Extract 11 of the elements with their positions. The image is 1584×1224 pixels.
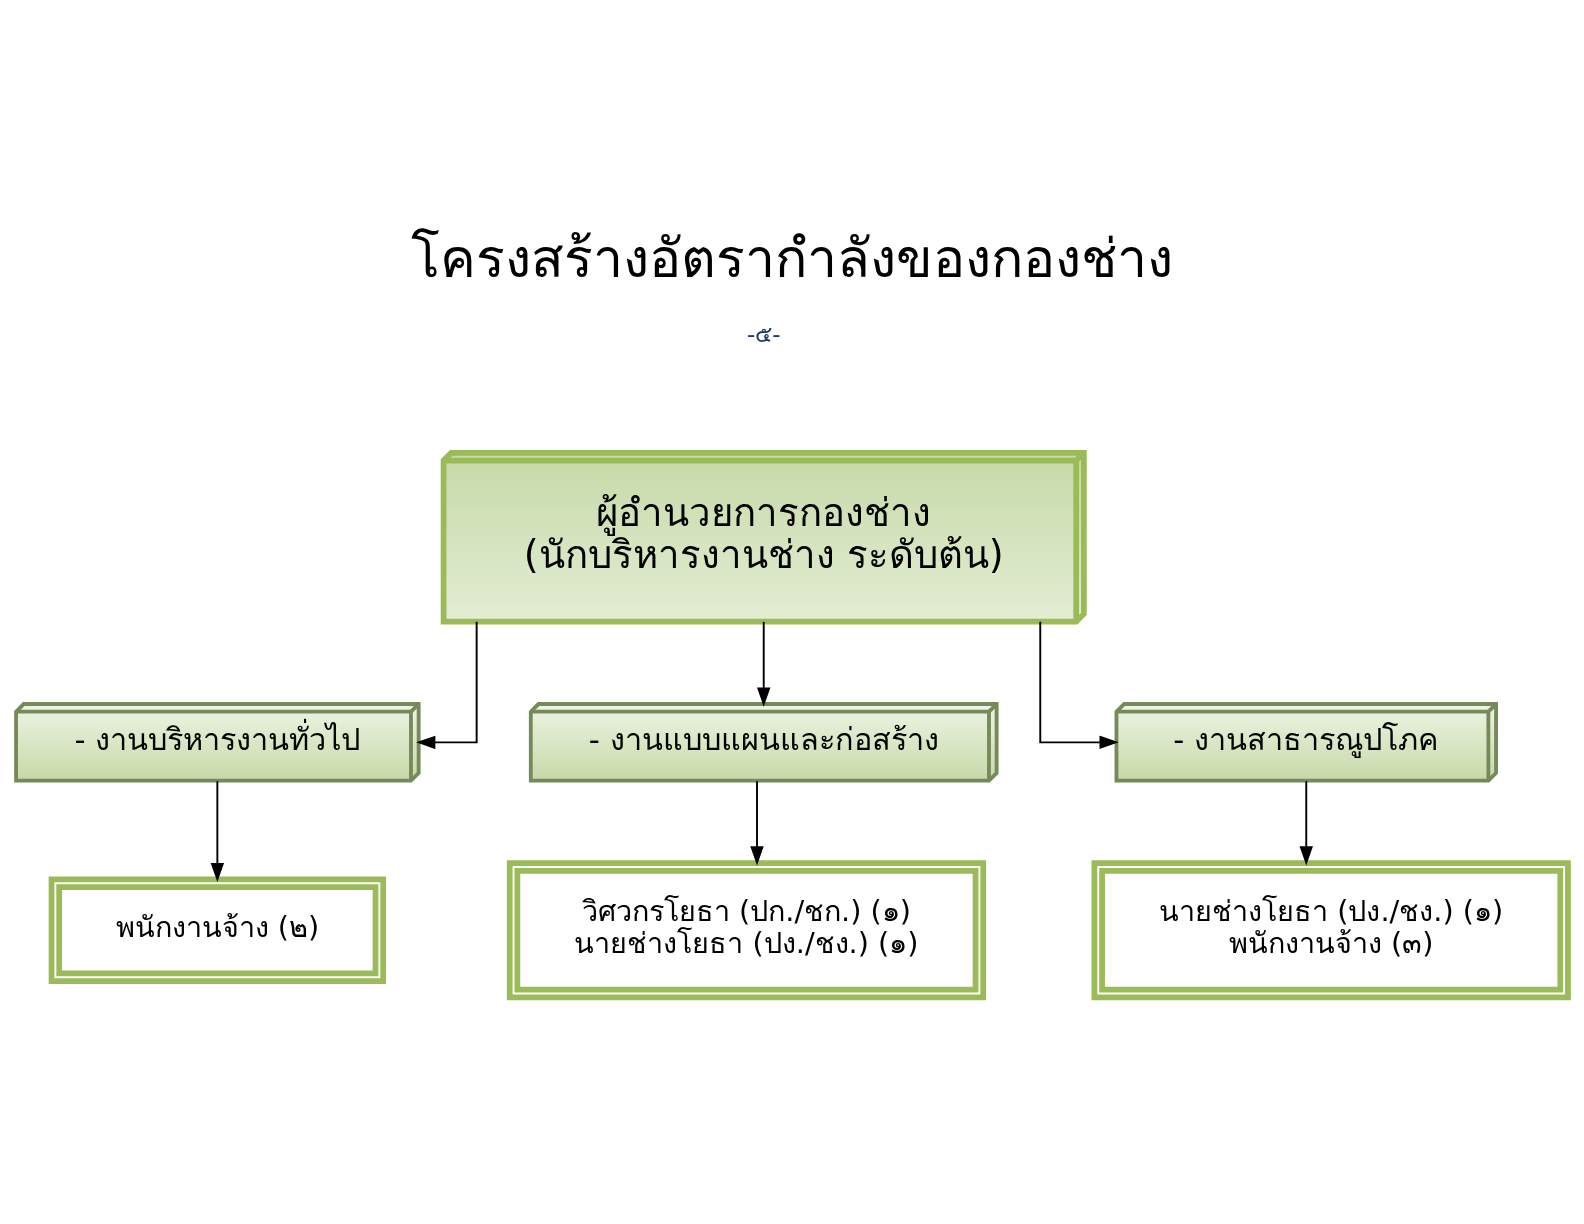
arrow bbox=[1299, 780, 1313, 866]
arrow bbox=[1039, 620, 1119, 750]
node-box: วิศวกรโยธา (ปก./ชก.) (๑) นายช่างโยธา (ปง./ชง.) (๑) bbox=[506, 860, 987, 1001]
node-box: พนักงานจ้าง (๒) bbox=[48, 876, 387, 984]
diagram-title: โครงสร้างอัตรากำลังของกองช่าง bbox=[411, 227, 1173, 291]
arrow bbox=[757, 620, 771, 707]
node-box: นายช่างโยธา (ปง./ชง.) (๑) พนักงานจ้าง (๓) bbox=[1091, 860, 1571, 1001]
label: -๕- bbox=[746, 320, 781, 347]
arrow bbox=[750, 780, 764, 866]
arrow bbox=[416, 620, 478, 750]
arrow bbox=[210, 780, 225, 883]
